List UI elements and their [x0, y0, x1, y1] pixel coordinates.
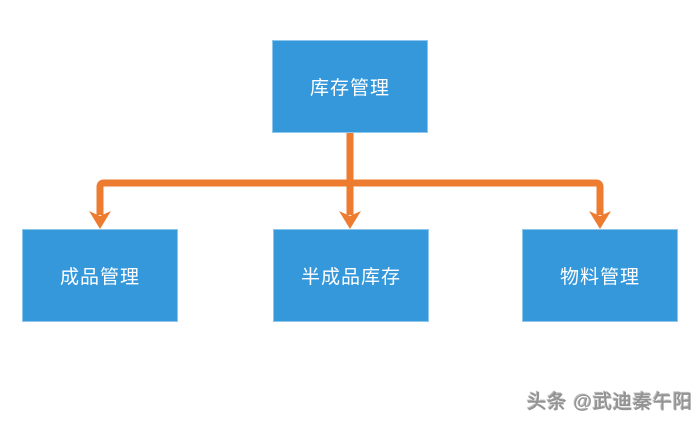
arrow-head-right	[589, 211, 611, 229]
node-label: 半成品库存	[300, 267, 401, 288]
node-semi-finished-inventory: 半成品库存	[273, 229, 429, 322]
node-label: 库存管理	[309, 78, 390, 99]
node-label: 物料管理	[559, 267, 640, 288]
node-finished-goods-management: 成品管理	[22, 229, 178, 322]
node-materials-management: 物料管理	[522, 229, 678, 322]
arrow-head-left	[89, 211, 111, 229]
node-inventory-management: 库存管理	[272, 40, 428, 133]
arrow-head-center	[339, 211, 361, 229]
node-label: 成品管理	[59, 267, 140, 288]
watermark-credit: 头条 @武迪秦午阳	[527, 392, 693, 413]
connector-branch-line	[96, 179, 604, 215]
